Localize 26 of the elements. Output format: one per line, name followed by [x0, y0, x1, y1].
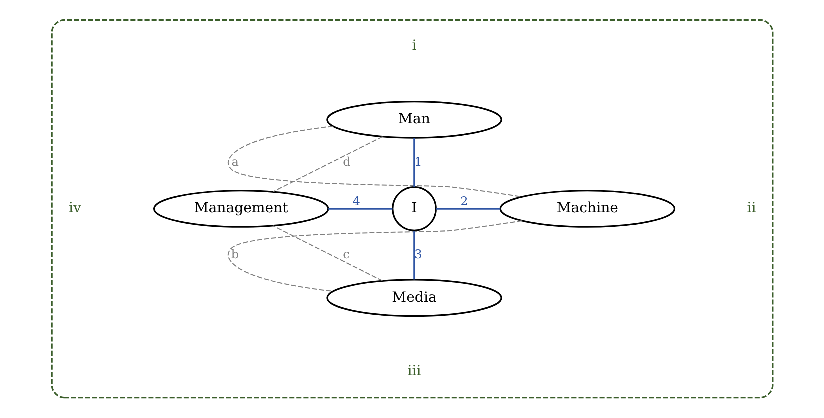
edge-label: a: [231, 154, 238, 169]
cluster: [50, 19, 774, 399]
label: iv: [68, 200, 81, 217]
node-ellipse: Man: [326, 100, 502, 139]
label: iii: [407, 363, 421, 380]
connector: [228, 220, 522, 292]
edge-label: 3: [414, 247, 422, 262]
node-ellipse: Media: [326, 279, 502, 318]
connector: [272, 136, 382, 192]
connector: [413, 231, 415, 280]
label: ii: [746, 200, 756, 217]
connector: [228, 126, 522, 198]
connector: [413, 138, 415, 188]
edge-label: d: [342, 154, 350, 169]
edge-label: 4: [352, 194, 360, 209]
edge-label: c: [342, 247, 350, 262]
node-circle: I: [392, 186, 436, 232]
connector: [272, 226, 382, 282]
edge-label: 1: [414, 154, 422, 169]
edge-label: b: [230, 247, 239, 262]
connector: [436, 208, 500, 210]
node-ellipse: Management: [152, 190, 329, 228]
node-ellipse: Machine: [499, 190, 676, 228]
label: i: [412, 38, 416, 54]
connector: [328, 208, 392, 210]
edge-label: 2: [460, 194, 468, 209]
